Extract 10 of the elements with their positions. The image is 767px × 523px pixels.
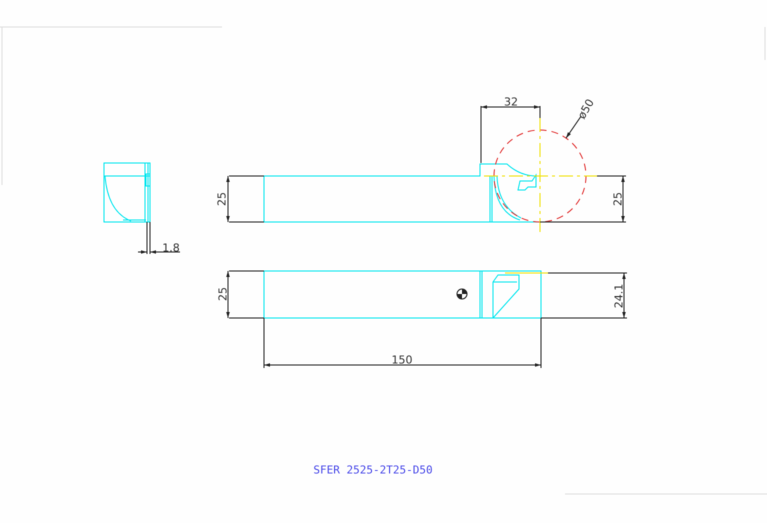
dimension-label: 25 [218, 287, 228, 301]
part-number-caption: SFER 2525-2T25-D50 [313, 464, 433, 476]
leader-line [566, 116, 582, 139]
dimension-label: 25 [216, 192, 228, 206]
dimension-label: 1.8 [162, 242, 180, 254]
dimension-label: 25 [612, 192, 624, 206]
dimension-label: 32 [504, 96, 518, 108]
dimension-label: 150 [392, 354, 412, 366]
dimension-label: 24.1 [614, 284, 624, 308]
cutting-circle [494, 130, 586, 222]
